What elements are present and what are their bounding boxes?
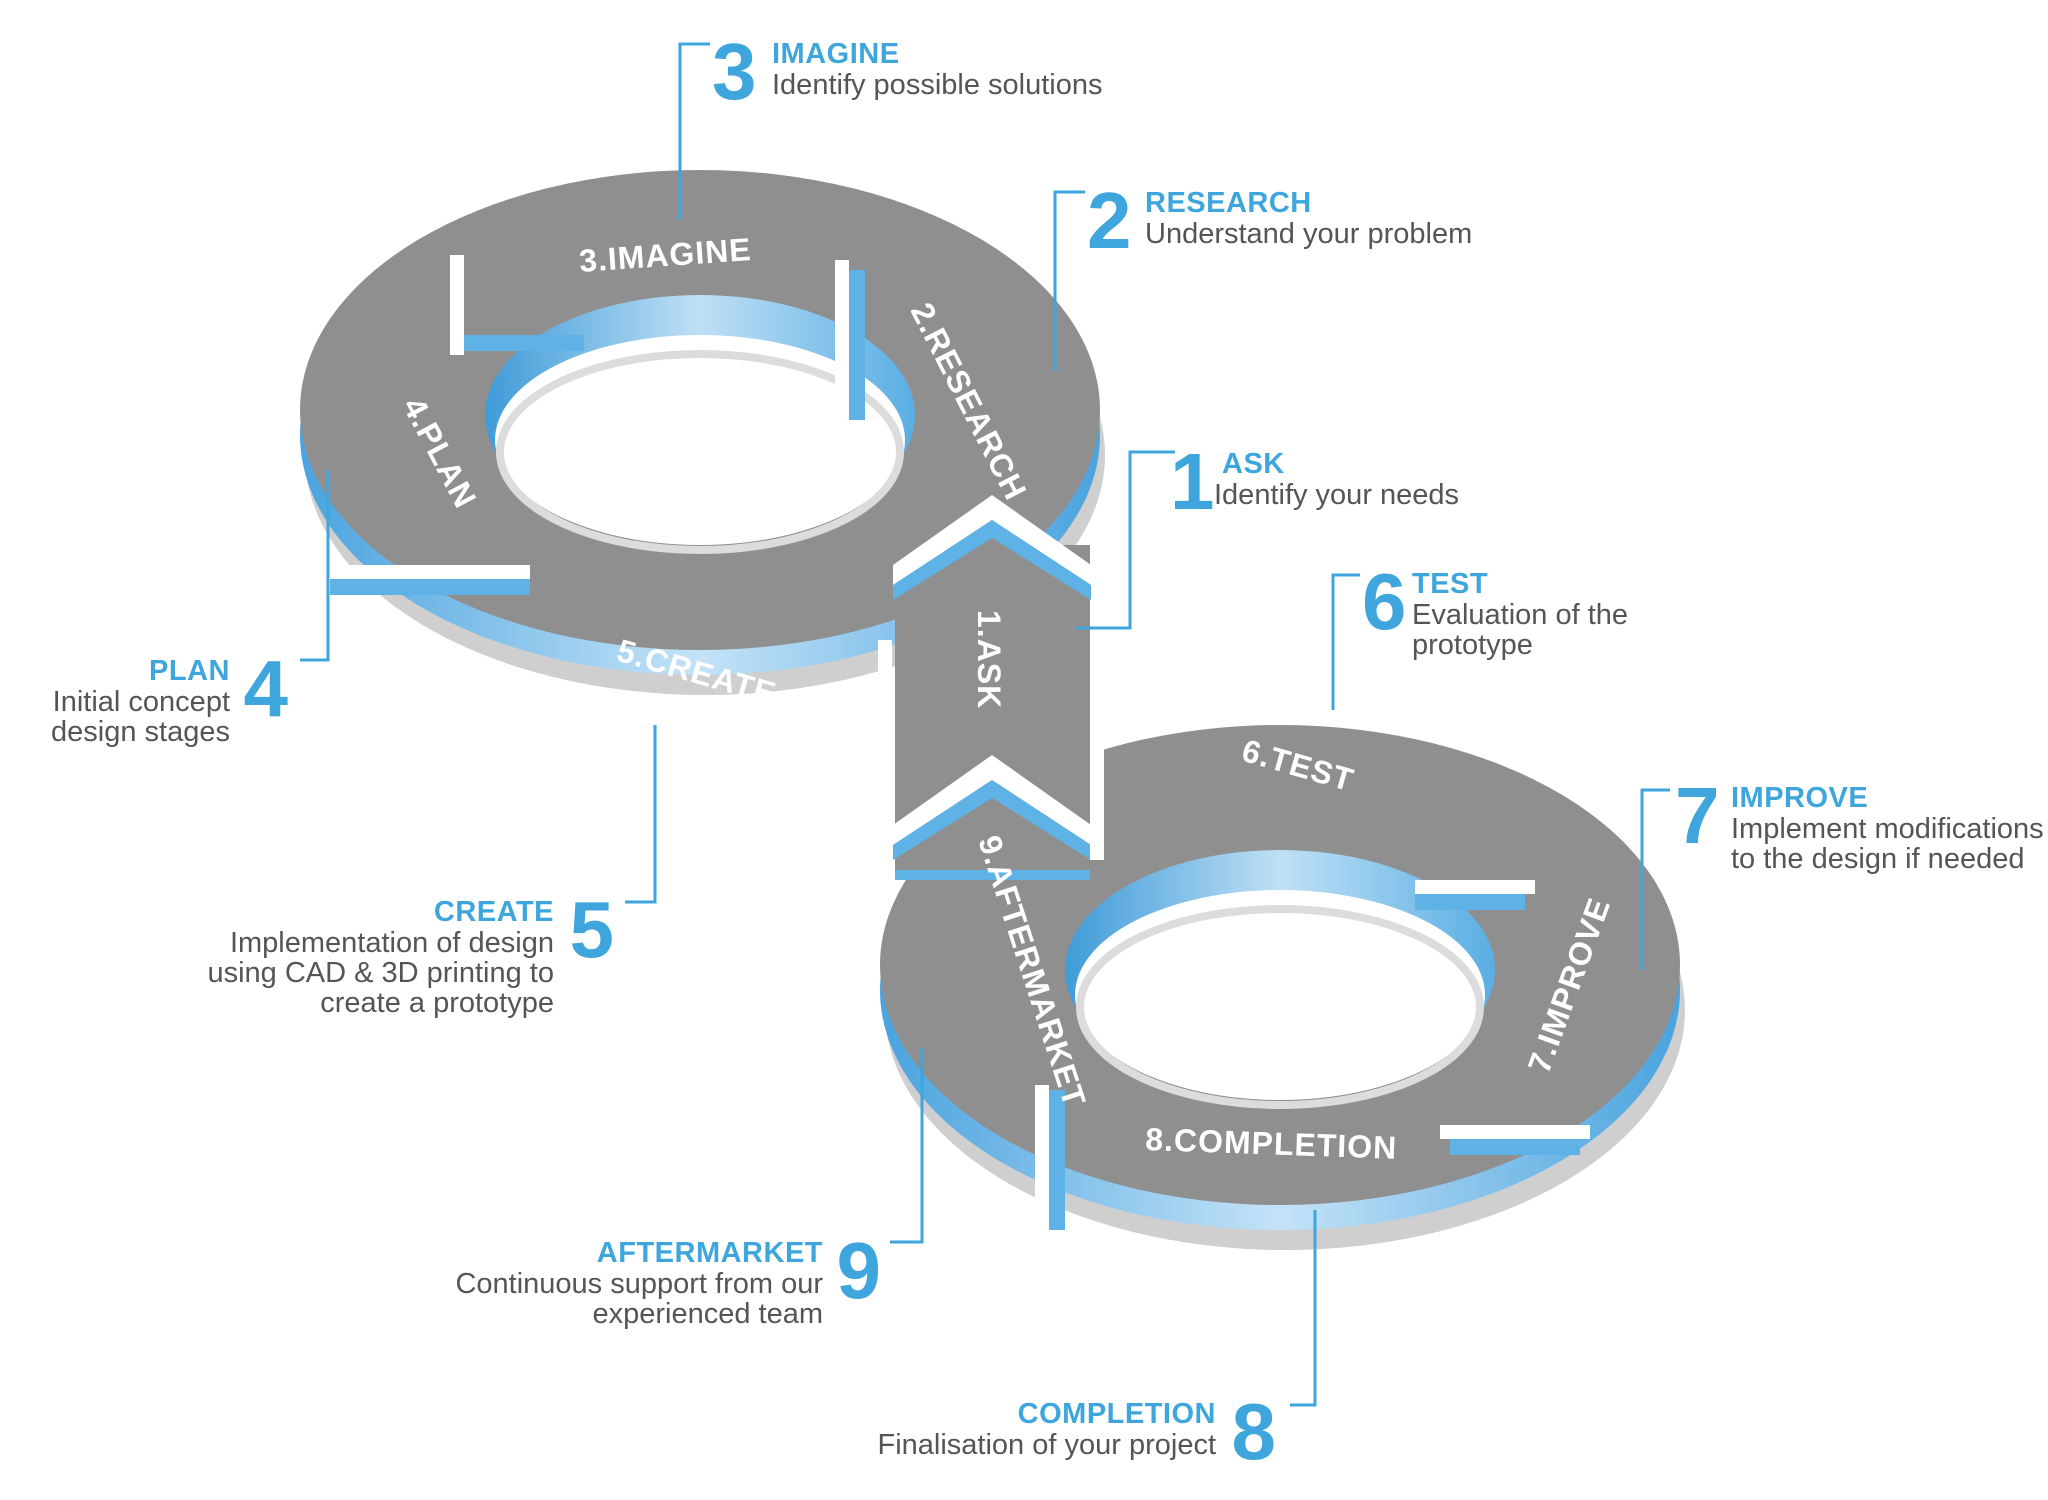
leader-lines	[300, 42, 1670, 1407]
gap-plan-imagine	[450, 255, 464, 355]
callout-description: Identify possible solutions	[772, 69, 1103, 101]
leader-plan	[300, 470, 330, 662]
leader-imagine	[678, 42, 710, 220]
callout-title: IMAGINE	[772, 38, 900, 70]
callout-number: 8	[1231, 1387, 1277, 1476]
callout-description: Understand your problem	[1145, 218, 1473, 250]
ask-top-chevron	[893, 495, 1091, 585]
lower-loop-hole	[1075, 890, 1485, 1100]
gap-create-plan	[310, 565, 530, 579]
callout-title: ASK	[1222, 448, 1285, 480]
upper-loop-hole	[495, 335, 905, 545]
leader-completion	[1290, 1210, 1317, 1407]
leader-aftermarket	[890, 1048, 924, 1244]
gap-ask-test	[1090, 640, 1104, 860]
leader-test	[1331, 573, 1360, 710]
callout-number: 2	[1087, 176, 1132, 265]
gap-test-improve	[1415, 880, 1535, 894]
callout-title: CREATE	[433, 896, 554, 928]
callout-description: Initial concept design stages	[51, 686, 230, 748]
callout-title: RESEARCH	[1145, 187, 1312, 219]
callout-number: 1	[1170, 437, 1215, 526]
segment-label-completion: 8.COMPLETION	[1145, 1121, 1398, 1166]
callout-title: COMPLETION	[1017, 1398, 1216, 1430]
callout-title: TEST	[1412, 568, 1489, 600]
leader-research	[1053, 190, 1085, 370]
callout-description: Finalisation of your project	[877, 1429, 1217, 1461]
gap-create-ask	[878, 640, 892, 840]
callout-description: Implementation of design using CAD & 3D …	[207, 927, 554, 1019]
callout-number: 4	[243, 644, 289, 733]
leader-ask	[1075, 450, 1175, 630]
callout-description: Continuous support from our experienced …	[455, 1268, 823, 1330]
leader-create	[625, 725, 657, 904]
callout-description: Evaluation of the prototype	[1412, 599, 1629, 661]
center-strip	[895, 545, 1090, 870]
callout-number: 7	[1675, 771, 1720, 860]
callout-title: IMPROVE	[1731, 782, 1869, 814]
ask-bottom-chevron	[893, 755, 1091, 845]
leader-improve	[1640, 788, 1670, 970]
callout-number: 6	[1362, 557, 1407, 646]
gap-imagine-research	[835, 260, 849, 440]
callout-description: Identify your needs	[1214, 479, 1460, 511]
callout-title: PLAN	[149, 655, 230, 687]
callout-number: 3	[712, 27, 757, 116]
gap-completion-aftermarket	[1035, 1085, 1049, 1245]
callout-number: 9	[836, 1226, 882, 1315]
callout-title: AFTERMARKET	[596, 1237, 823, 1269]
callout-description: Implement modifications to the design if…	[1731, 813, 2044, 875]
callout-number: 5	[569, 885, 615, 974]
gap-improve-completion	[1440, 1125, 1590, 1139]
segment-label-ask: 1.ASK	[971, 610, 1007, 709]
